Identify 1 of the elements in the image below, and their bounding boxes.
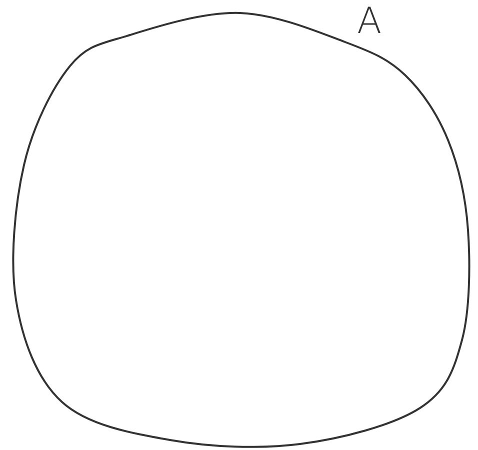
shape-label: A: [357, 4, 382, 40]
